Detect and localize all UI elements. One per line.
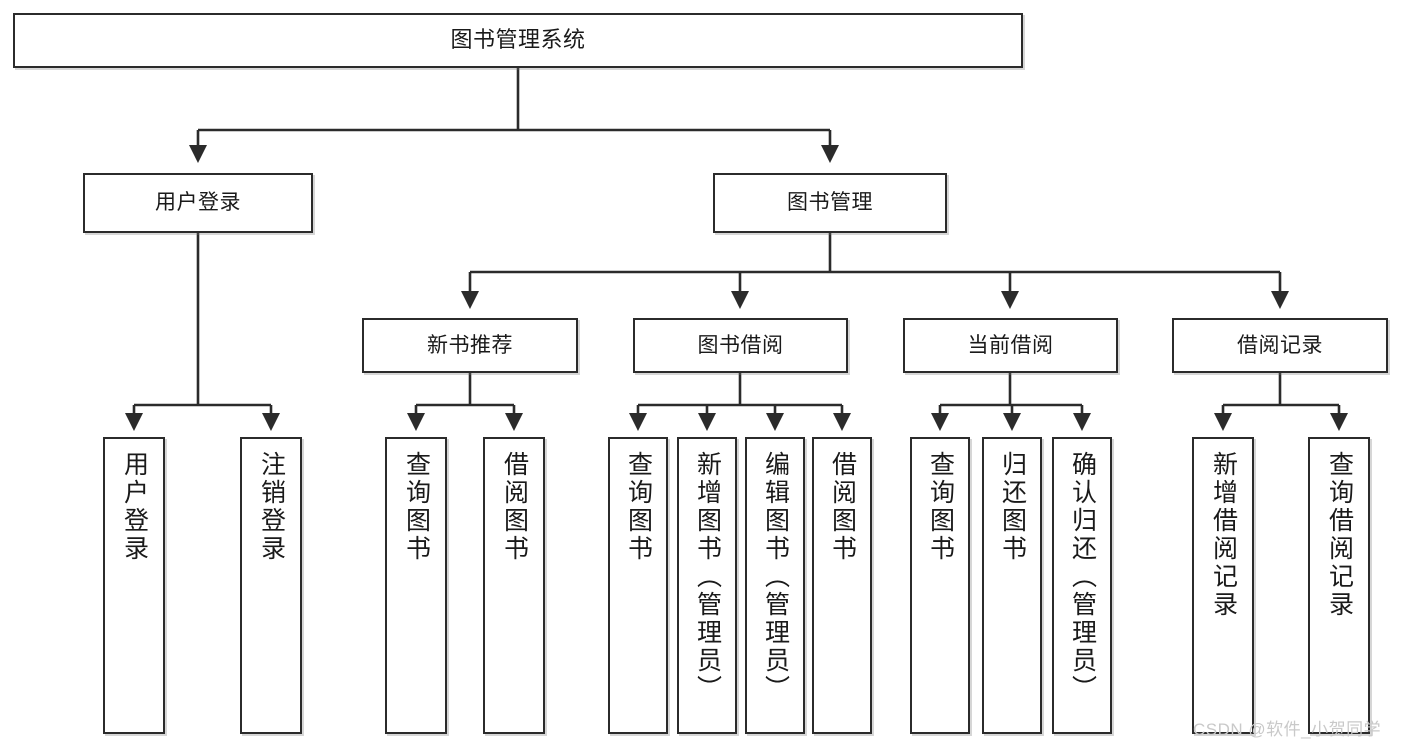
node-leaf-br-add-record[interactable]: 新增借阅记录	[1192, 437, 1254, 734]
node-label: 图书管理	[787, 191, 873, 215]
node-leaf-user-logout[interactable]: 注销登录	[240, 437, 302, 734]
node-leaf-cb-confirm-return[interactable]: 确认归还（管理员）	[1052, 437, 1112, 734]
node-book-borrow[interactable]: 图书借阅	[633, 318, 848, 373]
node-user-login[interactable]: 用户登录	[83, 173, 313, 233]
node-leaf-cb-query-book[interactable]: 查询图书	[910, 437, 970, 734]
node-label: 借阅图书	[828, 451, 857, 563]
node-borrow-record[interactable]: 借阅记录	[1172, 318, 1388, 373]
node-label: 借阅图书	[500, 451, 529, 563]
node-leaf-bb-query-book[interactable]: 查询图书	[608, 437, 668, 734]
node-label: 确认归还（管理员）	[1068, 451, 1097, 703]
node-label: 编辑图书（管理员）	[761, 451, 790, 703]
node-leaf-bb-edit-book[interactable]: 编辑图书（管理员）	[745, 437, 805, 734]
node-label: 查询图书	[624, 451, 653, 563]
node-label: 新书推荐	[427, 333, 513, 357]
node-root-book-management-system[interactable]: 图书管理系统	[13, 13, 1023, 68]
node-label: 当前借阅	[967, 333, 1054, 357]
node-book-manage[interactable]: 图书管理	[713, 173, 947, 233]
node-leaf-rec-query-book[interactable]: 查询图书	[385, 437, 447, 734]
csdn-watermark: CSDN @软件_小贺同学	[1193, 720, 1382, 739]
node-label: 新增图书（管理员）	[693, 451, 722, 703]
node-label: 新增借阅记录	[1209, 451, 1238, 619]
node-label: 图书管理系统	[450, 27, 586, 53]
node-leaf-br-query-record[interactable]: 查询借阅记录	[1308, 437, 1370, 734]
node-label: 用户登录	[120, 451, 149, 563]
node-label: 图书借阅	[697, 333, 784, 357]
node-new-book-rec[interactable]: 新书推荐	[362, 318, 578, 373]
node-label: 查询借阅记录	[1325, 451, 1354, 619]
node-leaf-user-login[interactable]: 用户登录	[103, 437, 165, 734]
node-leaf-cb-return-book[interactable]: 归还图书	[982, 437, 1042, 734]
node-label: 查询图书	[926, 451, 955, 563]
node-leaf-bb-add-book[interactable]: 新增图书（管理员）	[677, 437, 737, 734]
node-label: 归还图书	[998, 451, 1027, 563]
node-current-borrow[interactable]: 当前借阅	[903, 318, 1118, 373]
node-label: 注销登录	[257, 451, 286, 563]
node-label: 借阅记录	[1237, 333, 1323, 357]
node-label: 查询图书	[402, 451, 431, 563]
node-leaf-rec-borrow-book[interactable]: 借阅图书	[483, 437, 545, 734]
node-label: 用户登录	[155, 191, 241, 215]
node-leaf-bb-borrow-book[interactable]: 借阅图书	[812, 437, 872, 734]
